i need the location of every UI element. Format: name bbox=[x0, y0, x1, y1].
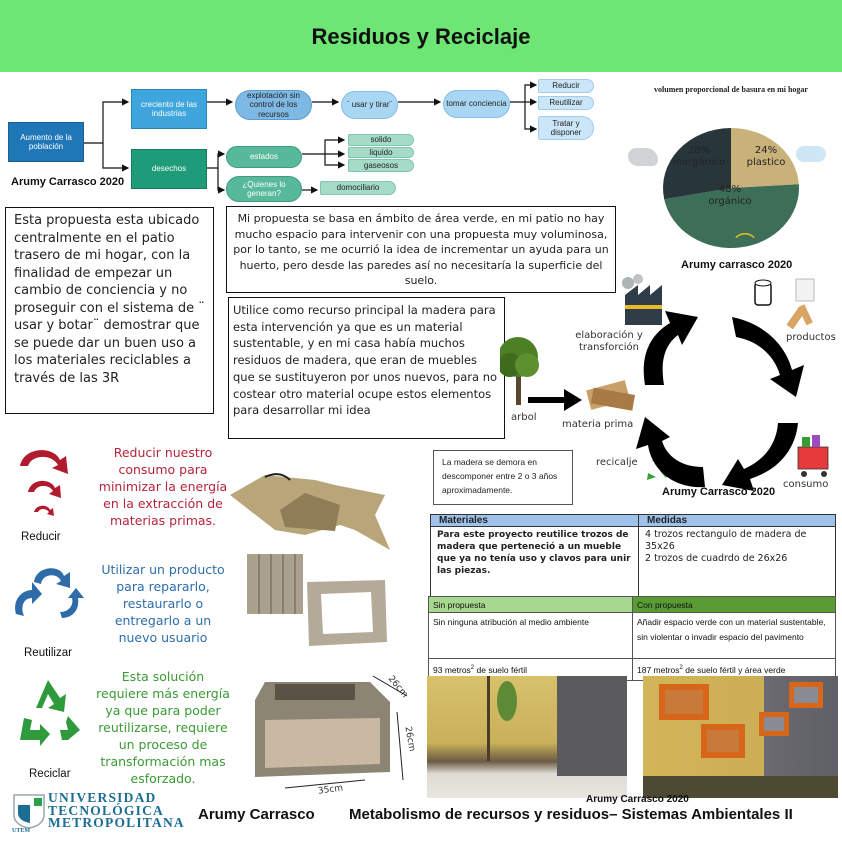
with-proposal-impact: Añadir espacio verde con un material sus… bbox=[632, 612, 836, 659]
pie-slice-inorgánico bbox=[663, 127, 731, 200]
reuse-label: Reutilizar bbox=[24, 647, 72, 659]
recycle-label: Reciclar bbox=[29, 768, 71, 780]
patio-after-photo bbox=[643, 676, 838, 798]
pie-chart bbox=[663, 127, 799, 249]
node-household: domociliario bbox=[320, 181, 396, 195]
label-consumption: consumo bbox=[783, 479, 829, 490]
concept-map-connectors bbox=[84, 81, 538, 194]
comparison-table: Sin propuesta Con propuesta Sin ninguna … bbox=[428, 596, 836, 681]
chart-title: volumen proporcional de basura en mi hog… bbox=[654, 85, 808, 94]
materials-header: Materiales bbox=[430, 514, 639, 527]
university-logo-icon bbox=[13, 794, 45, 829]
materials-table: Materiales Medidas Para este proyecto re… bbox=[430, 514, 836, 601]
node-outcome-treat: Tratar y disponer bbox=[538, 116, 594, 140]
material-textbox: Utilice como recurso principal la madera… bbox=[228, 297, 505, 439]
node-state-liquid: liquido bbox=[348, 147, 414, 158]
reduce-description: Reducir nuestro consumo para minimizar l… bbox=[98, 445, 228, 528]
measures-header: Medidas bbox=[638, 514, 836, 527]
can-icon bbox=[628, 148, 658, 166]
shopping-cart-icon bbox=[797, 435, 829, 477]
pie-label-plastic: 24%plastico bbox=[746, 145, 786, 168]
materials-cell: Para este proyecto reutilice trozos de m… bbox=[430, 526, 639, 601]
cycle-caption: Arumy Carrasco 2020 bbox=[662, 486, 776, 498]
patio-before-photo bbox=[427, 676, 627, 798]
wood-pieces-icon bbox=[786, 304, 813, 330]
location-textbox: Esta propuesta esta ubicado centralmente… bbox=[5, 207, 214, 414]
arrow-to-raw-material bbox=[528, 389, 582, 411]
label-raw-material: materia prima bbox=[562, 419, 634, 430]
wood-pile-icon bbox=[586, 380, 636, 411]
banana-peel-icon: ⌒ bbox=[735, 233, 755, 255]
node-resource-exploitation: explotación sin control de los recursos bbox=[235, 90, 312, 120]
without-proposal-impact: Sin ninguna atribución al medio ambiente bbox=[428, 612, 633, 659]
label-products: productos bbox=[786, 332, 836, 343]
tree-icon bbox=[500, 337, 539, 405]
wood-cycle-diagram bbox=[500, 274, 829, 491]
reduce-arrows-icon bbox=[20, 450, 68, 516]
node-state-gas: gaseosos bbox=[348, 159, 414, 172]
footer-author: Arumy Carrasco bbox=[198, 806, 315, 823]
node-awareness: tomar conciencia bbox=[443, 90, 510, 118]
pie-slice-plastico bbox=[731, 128, 799, 188]
cycle-arrows bbox=[636, 311, 804, 491]
without-proposal-header: Sin propuesta bbox=[428, 596, 633, 613]
recycle-description: Esta solución requiere más energía ya qu… bbox=[96, 669, 230, 786]
label-tree: arbol bbox=[511, 412, 537, 423]
footer-course-title: Metabolismo de recursos y residuos– Sist… bbox=[349, 806, 793, 823]
with-proposal-header: Con propuesta bbox=[632, 596, 836, 613]
university-name: UNIVERSIDAD TECNOLÓGICA METROPOLITANA bbox=[48, 790, 185, 830]
node-use-and-throw: ¨ usar y tirar¨ bbox=[341, 91, 398, 119]
wood-pieces-photo bbox=[230, 473, 390, 550]
reuse-arrows-icon bbox=[15, 568, 84, 618]
node-waste: desechos bbox=[131, 149, 207, 189]
decomposition-note: La madera se demora en descomponer entre… bbox=[433, 450, 573, 505]
label-production: elaboración y transforción bbox=[575, 330, 643, 353]
factory-icon bbox=[622, 274, 662, 325]
wood-boards-photo bbox=[247, 554, 387, 646]
recycle-arrows-icon bbox=[20, 680, 80, 746]
node-state-solid: solido bbox=[348, 134, 414, 146]
page-title: Residuos y Reciclaje bbox=[311, 24, 531, 49]
concept-map-caption: Arumy Carrasco 2020 bbox=[11, 176, 125, 188]
label-recycling: recicalje bbox=[596, 457, 638, 468]
planter-box-photo bbox=[255, 675, 408, 789]
node-outcome-reuse: Reutilizar bbox=[538, 96, 594, 110]
university-acronym: UTEM bbox=[12, 828, 30, 834]
reuse-description: Utilizar un producto para repararlo, res… bbox=[101, 562, 225, 645]
paper-icon bbox=[795, 278, 815, 302]
node-who-generates: ¿Quienes lo generan? bbox=[226, 176, 302, 202]
node-population-growth: Aumento de la población bbox=[8, 122, 84, 162]
paper-roll-icon bbox=[754, 279, 772, 306]
photos-caption: Arumy Carrasco 2020 bbox=[586, 794, 689, 805]
pie-slice-orgánico bbox=[664, 184, 799, 249]
chart-caption: Arumy carrasco 2020 bbox=[681, 259, 793, 271]
node-states: estados bbox=[226, 146, 302, 168]
dimension-width: 35cm bbox=[317, 783, 344, 797]
header-banner: Residuos y Reciclaje bbox=[0, 0, 842, 72]
proposal-textbox: Mi propuesta se basa en ámbito de área v… bbox=[226, 206, 616, 293]
node-outcome-reduce: Reducir bbox=[538, 79, 594, 93]
plastic-bottle-icon bbox=[796, 146, 826, 162]
node-industry-growth: creciento de las industrias bbox=[131, 89, 207, 129]
table-row: Para este proyecto reutilice trozos de m… bbox=[430, 526, 836, 601]
measures-cell: 4 trozos rectangulo de madera de 35x26 2… bbox=[638, 526, 836, 601]
pie-label-inorganic: 28%inorgánico bbox=[672, 145, 726, 168]
pie-label-organic: 48%orgánico bbox=[708, 184, 752, 207]
reduce-label: Reducir bbox=[21, 531, 61, 543]
table-row: Sin ninguna atribución al medio ambiente… bbox=[428, 612, 836, 659]
